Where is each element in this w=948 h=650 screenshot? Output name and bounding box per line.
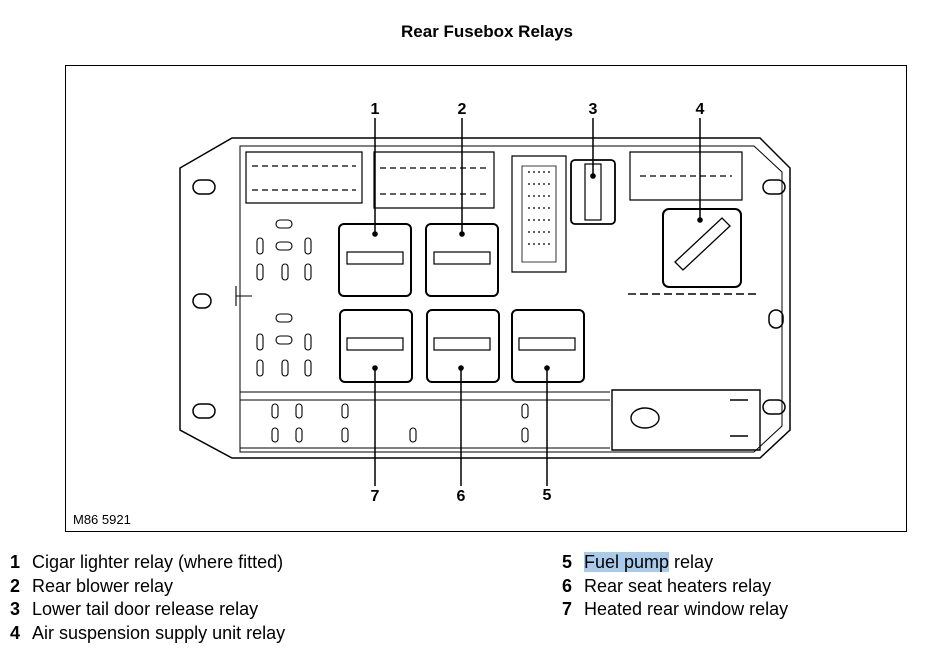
relay-4	[662, 208, 742, 288]
legend-text: relay	[669, 552, 714, 572]
figure-code: M86 5921	[73, 512, 131, 527]
callout-dots	[372, 173, 703, 371]
diagram-frame	[65, 65, 907, 532]
legend-item: 4 Air suspension supply unit relay	[10, 622, 285, 646]
legend-text: Cigar lighter relay (where fitted)	[32, 552, 284, 572]
left-fuse-clips	[235, 219, 312, 377]
callout-6: 6	[457, 488, 466, 505]
legend-item: 7 Heated rear window relay	[562, 598, 788, 622]
legend-item: 5 Fuel pump relay	[562, 551, 788, 575]
callout-7: 7	[371, 488, 380, 505]
legend-left: 1 Cigar lighter relay (where fitted) 2 Rea…	[10, 551, 285, 645]
legend-text: Rear blower relay	[32, 575, 174, 596]
legend-number: 1	[10, 552, 21, 572]
legend-text: Heated rear window relay	[584, 599, 789, 619]
legend-number: 3	[10, 599, 21, 619]
relay-row-lower	[339, 309, 585, 383]
legend-text: Air suspension supply unit relay	[32, 622, 286, 643]
callout-leaders	[374, 118, 701, 486]
legend-number: 5	[562, 552, 573, 572]
legend-text: Rear seat heaters relay	[584, 575, 772, 596]
diagram-title: Rear Fusebox Relays	[401, 22, 573, 41]
legend-item: 6 Rear seat heaters relay	[562, 575, 788, 599]
legend-right: 5 Fuel pump relay 6 Rear seat heaters rela…	[562, 551, 788, 622]
callout-5: 5	[543, 487, 552, 504]
legend-number: 4	[10, 622, 21, 643]
callout-3: 3	[589, 101, 598, 118]
legend-number: 2	[10, 575, 21, 596]
legend-text-highlight: Fuel pump	[584, 552, 670, 572]
legend-number: 7	[562, 599, 573, 619]
bottom-right-connector	[611, 293, 761, 451]
legend-item: 3 Lower tail door release relay	[10, 598, 285, 622]
legend-item: 2 Rear blower relay	[10, 575, 285, 599]
legend-number: 6	[562, 575, 573, 596]
bottom-fuse-clips	[240, 391, 610, 449]
relay-row-upper	[338, 223, 499, 297]
callout-1: 1	[371, 101, 380, 118]
callout-4: 4	[696, 101, 705, 118]
legend-item: 1 Cigar lighter relay (where fitted)	[10, 551, 285, 575]
legend-text: Lower tail door release relay	[32, 599, 259, 619]
callout-2: 2	[458, 101, 467, 118]
top-connectors	[245, 151, 743, 273]
fusebox-housing	[179, 137, 791, 459]
